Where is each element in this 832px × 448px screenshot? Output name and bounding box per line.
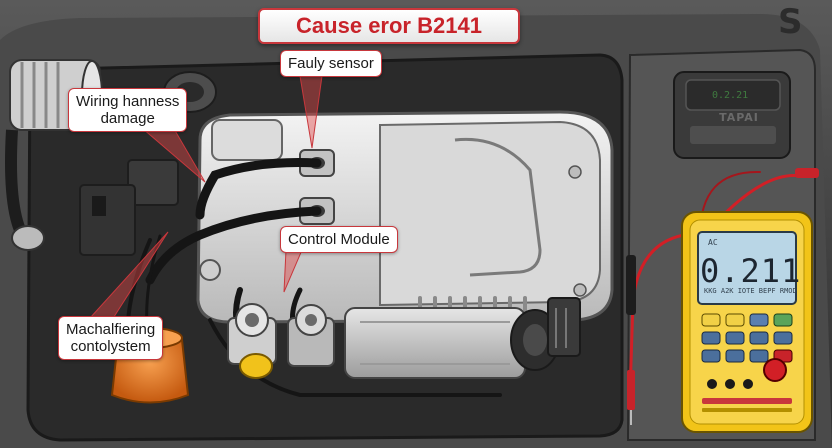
callout-control-module: Control Module xyxy=(280,226,398,253)
corner-mark: S xyxy=(778,2,803,42)
dash-device xyxy=(673,71,791,159)
callout-wiring-line2: damage xyxy=(100,110,155,127)
left-box-socket xyxy=(92,196,106,216)
callout-wiring-harness: Wiring hanness damage xyxy=(68,88,188,132)
valve-right xyxy=(287,304,335,367)
button-grid-icon xyxy=(701,313,793,412)
left-box-lower xyxy=(79,184,136,256)
callout-mach-line2: contolystem xyxy=(70,338,151,355)
hose-clamp xyxy=(11,225,45,251)
page-title: Cause eror B2141 xyxy=(258,8,520,44)
callout-wiring-line1: Wiring hanness xyxy=(76,93,180,110)
callout-faulty-sensor: Fauly sensor xyxy=(280,50,382,77)
multimeter-bottom-indicator: KKG A2K IOTE BEPF RMOD xyxy=(704,287,797,295)
probe-icon xyxy=(626,168,819,425)
device-screen-text: 0.2.21 xyxy=(712,90,749,101)
left-box-upper xyxy=(127,159,179,206)
yellow-cap xyxy=(239,353,273,379)
multimeter-reading: 0.211 xyxy=(700,252,802,290)
callout-mach-line1: Machalfiering xyxy=(66,321,156,338)
callout-malfunctioning-system: Machalfiering contolystem xyxy=(58,316,164,360)
multimeter-top-indicator: AC xyxy=(708,238,718,247)
left-hose xyxy=(5,129,26,233)
device-brand: TAPAI xyxy=(719,111,759,124)
actuator xyxy=(344,297,581,379)
